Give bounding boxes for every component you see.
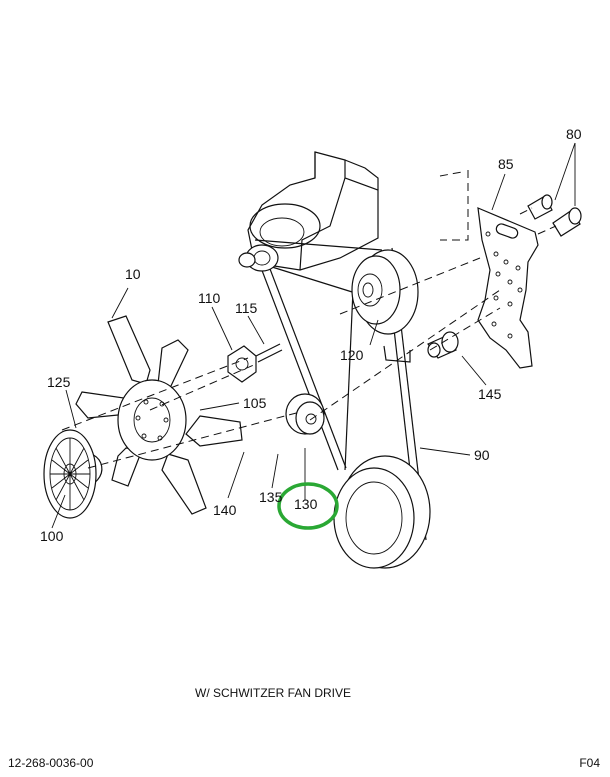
- callout-135: 135: [259, 489, 283, 505]
- engine-housing: [247, 151, 379, 271]
- highlight-ring-130: [277, 482, 339, 530]
- fan-belt: [254, 239, 383, 471]
- fan-clutch-100: [43, 429, 103, 519]
- upper-pulley: [238, 244, 279, 272]
- fan-10: [75, 315, 243, 515]
- pulley-120: [351, 249, 419, 335]
- callout-110: 110: [198, 290, 221, 306]
- leader-lines: [51, 142, 576, 529]
- crank-pulley: [333, 455, 431, 569]
- alignment-lines: [61, 170, 557, 469]
- diagram-caption: W/ SCHWITZER FAN DRIVE: [195, 686, 351, 700]
- callout-80: 80: [566, 126, 582, 142]
- stud-115: [255, 343, 283, 363]
- spacers-80: [527, 194, 582, 237]
- figure-code: F04: [579, 756, 600, 770]
- callout-85: 85: [498, 156, 514, 172]
- callout-130: 130: [294, 496, 318, 512]
- callout-115: 115: [235, 300, 258, 316]
- idler-pulley-130: [285, 393, 325, 435]
- callout-120: 120: [340, 347, 364, 363]
- bracket-arm: [383, 345, 411, 363]
- callout-90: 90: [474, 447, 490, 463]
- callout-145: 145: [478, 386, 502, 402]
- callout-100: 100: [40, 528, 64, 544]
- callout-105: 105: [243, 395, 267, 411]
- bolt-145: [427, 331, 459, 359]
- part-number: 12-268-0036-00: [8, 756, 94, 770]
- callout-125: 125: [47, 374, 71, 390]
- bracket-85: [477, 207, 539, 369]
- callout-10: 10: [125, 266, 141, 282]
- callout-140: 140: [213, 502, 237, 518]
